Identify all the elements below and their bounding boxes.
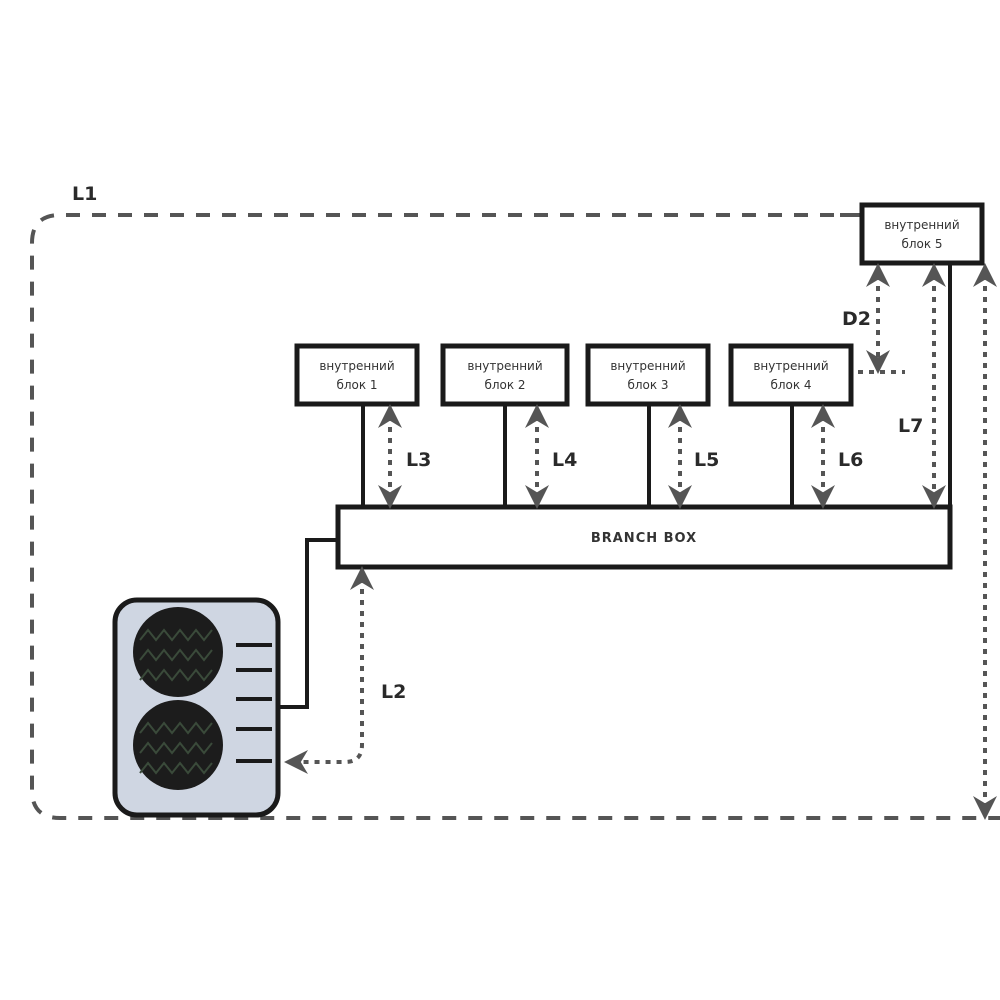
- svg-text:блок 3: блок 3: [627, 378, 668, 392]
- svg-text:блок 5: блок 5: [901, 237, 942, 251]
- svg-text:внутренний: внутренний: [467, 359, 542, 373]
- l6-label: L6: [838, 449, 863, 471]
- l7-label: L7: [898, 415, 923, 437]
- svg-text:внутренний: внутренний: [753, 359, 828, 373]
- svg-text:внутренний: внутренний: [319, 359, 394, 373]
- indoor-unit-5: внутренний блок 5: [840, 202, 985, 266]
- indoor-unit-1: внутренний блок 1: [294, 343, 420, 407]
- indoor-unit-4: внутренний блок 4: [728, 343, 854, 407]
- branch-pipes: [361, 262, 952, 567]
- indoor-unit-2: внутренний блок 2: [440, 343, 570, 407]
- l1-outer-boundary: [30, 213, 1000, 820]
- d2-label: D2: [842, 308, 871, 330]
- l2-label: L2: [381, 681, 406, 703]
- indoor-unit-3: внутренний блок 3: [585, 343, 711, 407]
- l1-label: L1: [72, 183, 97, 205]
- svg-text:внутренний: внутренний: [610, 359, 685, 373]
- svg-text:блок 4: блок 4: [770, 378, 811, 392]
- fan-grille-pattern: [139, 628, 213, 682]
- l3-label: L3: [406, 449, 431, 471]
- fan-grille-pattern: [139, 721, 213, 775]
- l5-label: L5: [694, 449, 719, 471]
- l4-label: L4: [552, 449, 577, 471]
- l2-dimension-arrow: [284, 566, 374, 774]
- outdoor-unit: [112, 597, 281, 818]
- branch-box-label: BRANCH BOX: [591, 531, 697, 546]
- svg-text:блок 2: блок 2: [484, 378, 525, 392]
- svg-text:внутренний: внутренний: [884, 218, 959, 232]
- vent-slats: [236, 643, 272, 763]
- main-pipe: [278, 538, 340, 709]
- svg-text:блок 1: блок 1: [336, 378, 377, 392]
